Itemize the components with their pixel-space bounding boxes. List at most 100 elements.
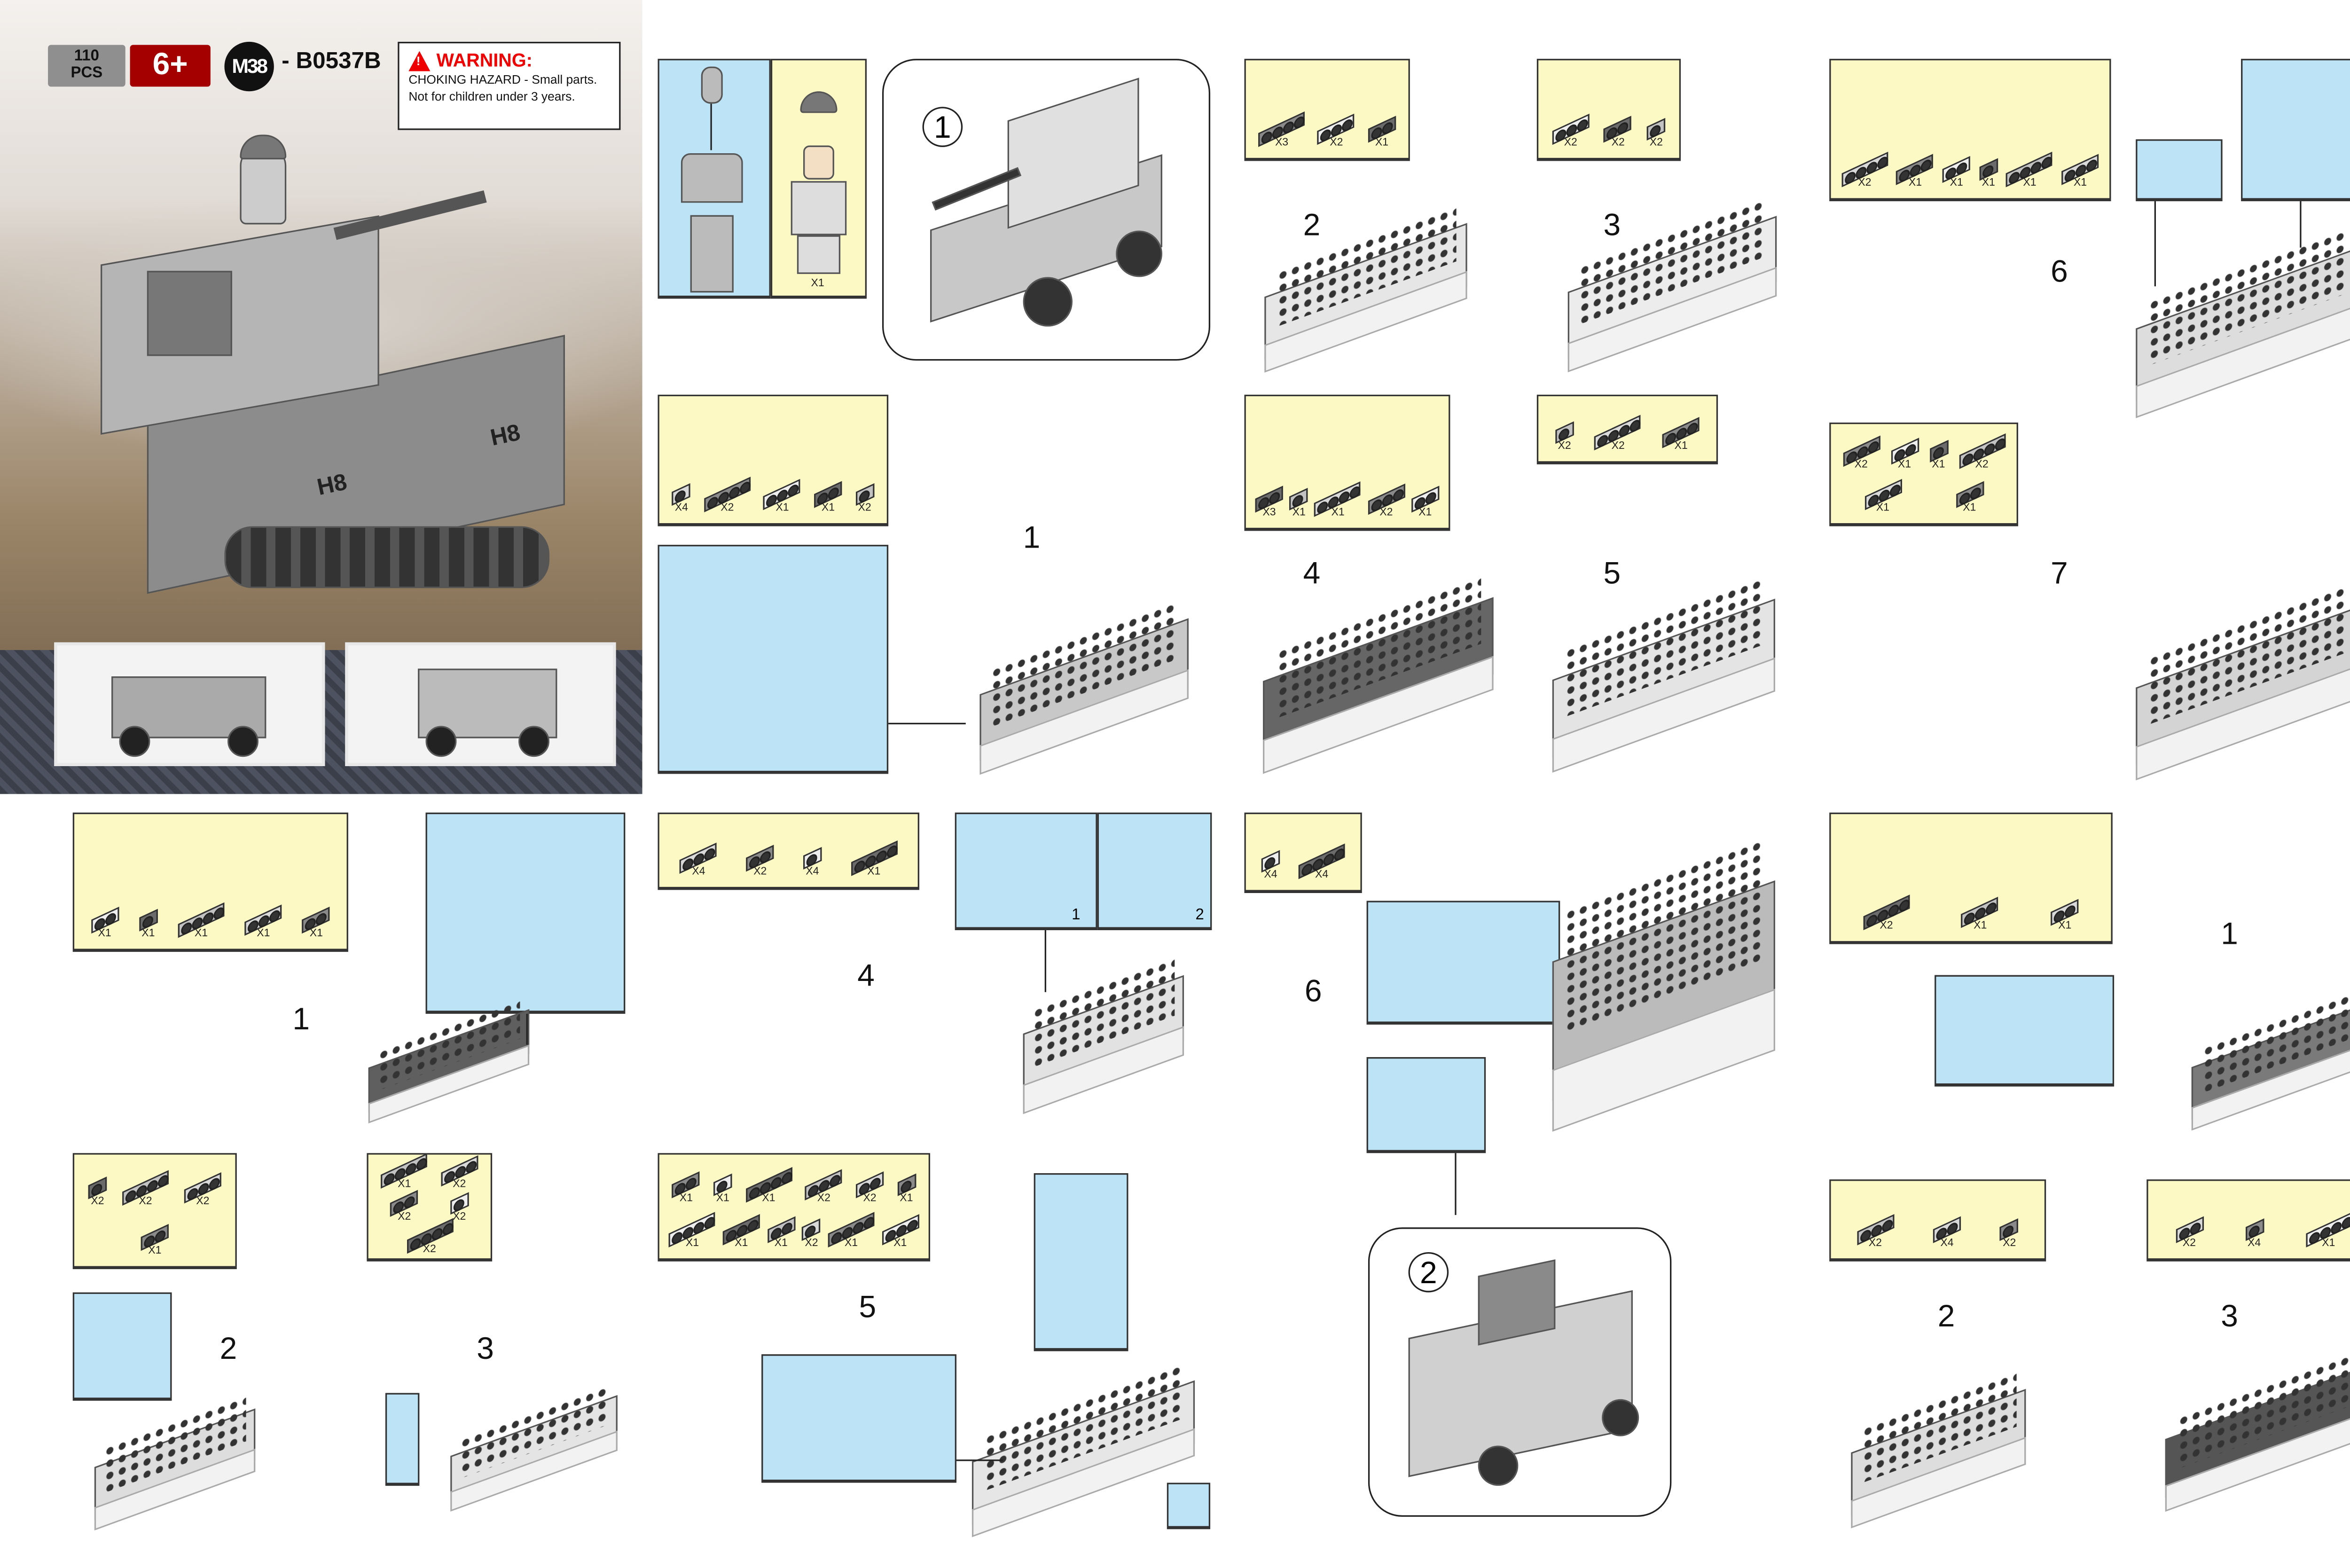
step-build-illustration xyxy=(1540,838,1787,1153)
part-item: X2 xyxy=(855,1170,884,1203)
connector-arrow xyxy=(2154,201,2156,287)
part-item: X1 xyxy=(139,909,158,940)
part-item: X4 xyxy=(1933,1216,1961,1249)
part-item: X2 xyxy=(2000,1218,2019,1249)
step-build-illustration xyxy=(960,1363,1207,1537)
part-count: X2 xyxy=(1649,138,1663,149)
part-count: X2 xyxy=(1854,459,1868,471)
step-build-illustration xyxy=(1540,577,1787,773)
part-count: X2 xyxy=(1611,441,1625,452)
brick-icon xyxy=(672,483,691,506)
part-count: X4 xyxy=(1264,870,1277,881)
step-build-illustration xyxy=(1555,197,1787,373)
part-item: X1 xyxy=(1315,481,1362,519)
part-item: X1 xyxy=(767,1216,795,1249)
step-number: 4 xyxy=(1303,557,1321,591)
subassembly-panel xyxy=(2136,139,2223,202)
part-item: X2 xyxy=(390,1190,418,1223)
brick-icon xyxy=(1555,421,1574,444)
part-item: X2 xyxy=(1863,894,1910,932)
brick-icon xyxy=(2245,1218,2264,1241)
step-number: 2 xyxy=(1303,209,1321,243)
part-count: X2 xyxy=(1868,1238,1882,1249)
part-item: X1 xyxy=(1411,486,1439,519)
brick-icon xyxy=(450,1192,469,1215)
part-count: X1 xyxy=(735,1238,748,1249)
part-item: X1 xyxy=(713,1173,732,1203)
part-item: X4 xyxy=(680,842,717,878)
piece-count-badge: 110 PCS xyxy=(48,45,125,87)
part-count: X2 xyxy=(1379,508,1393,519)
step-build-illustration xyxy=(2182,989,2350,1131)
model-number-badge: 2 xyxy=(1408,1252,1449,1293)
part-count: X1 xyxy=(893,1238,907,1249)
series-badge: M38 xyxy=(224,41,274,92)
step-number: 5 xyxy=(859,1291,877,1325)
part-item: X2 xyxy=(406,1218,453,1255)
part-count: X1 xyxy=(1375,138,1389,149)
subassembly-panel xyxy=(1935,975,2115,1087)
part-count: X1 xyxy=(1974,921,1987,932)
model-number-text: B0537B xyxy=(296,48,381,75)
minifig-assembly-panel xyxy=(658,59,771,299)
part-count: X1 xyxy=(1876,503,1889,514)
subassembly-panel xyxy=(72,1292,172,1401)
part-item: X1 xyxy=(178,902,225,940)
part-count: X2 xyxy=(1558,441,1571,452)
part-count: X2 xyxy=(196,1196,210,1207)
part-count: X3 xyxy=(1262,508,1276,519)
subassembly-panel-part-2: 2 xyxy=(1097,812,1212,931)
minifig-torso xyxy=(791,181,847,235)
step-number: 3 xyxy=(2221,1300,2238,1334)
subassembly-panel xyxy=(1034,1173,1128,1351)
part-item: X1 xyxy=(381,1153,428,1190)
part-item: X2 xyxy=(1367,483,1405,519)
connector-arrow xyxy=(2300,201,2302,248)
brick-icon xyxy=(802,1218,821,1241)
box-art-photo: H8 H8 xyxy=(0,0,642,794)
sub-step-label: 1 xyxy=(1072,907,1081,924)
part-count: X2 xyxy=(423,1244,436,1255)
connector-arrow xyxy=(526,1013,528,1045)
part-item: X2 xyxy=(122,1170,169,1207)
part-item: X1 xyxy=(2305,1212,2350,1249)
brick-icon xyxy=(1979,158,1998,181)
part-item: X1 xyxy=(1929,439,1948,470)
part-item: X1 xyxy=(897,1173,916,1204)
part-count: X1 xyxy=(2023,178,2037,189)
separator: - xyxy=(282,48,290,75)
part-item: X4 xyxy=(1298,843,1345,881)
completed-model-2-panel: 2 xyxy=(1368,1227,1672,1517)
part-count: X1 xyxy=(1982,178,1995,189)
part-count: X1 xyxy=(900,1192,913,1204)
part-count: X2 xyxy=(139,1196,152,1207)
part-count: X2 xyxy=(858,503,871,514)
part-count: X1 xyxy=(867,867,881,878)
part-item: X1 xyxy=(1943,156,1971,189)
part-count: X1 xyxy=(1331,508,1345,519)
connector-arrow xyxy=(1044,930,1047,992)
piece-count-unit: PCS xyxy=(70,65,103,82)
part-item: X1 xyxy=(2061,154,2099,189)
warning-line-2: Not for children under 3 years. xyxy=(408,89,575,104)
subassembly-panel xyxy=(425,812,626,1014)
part-count: X2 xyxy=(453,1212,466,1223)
brick-icon xyxy=(713,1173,732,1196)
part-count: X4 xyxy=(674,503,688,514)
part-count: X1 xyxy=(776,503,789,514)
part-count: X1 xyxy=(1418,508,1432,519)
part-item: X2 xyxy=(1958,433,2005,470)
brick-icon xyxy=(88,1176,107,1200)
age-badge: 6+ xyxy=(130,45,211,87)
step-number: 2 xyxy=(1937,1300,1955,1334)
part-item: X1 xyxy=(1289,487,1308,518)
part-count: X2 xyxy=(805,1238,818,1249)
part-item: X2 xyxy=(1555,421,1574,452)
part-item: X1 xyxy=(722,1214,760,1249)
part-item: X3 xyxy=(1258,111,1305,149)
part-item: X1 xyxy=(244,904,282,940)
part-count: X2 xyxy=(1330,138,1343,149)
part-item: X2 xyxy=(1317,113,1355,149)
